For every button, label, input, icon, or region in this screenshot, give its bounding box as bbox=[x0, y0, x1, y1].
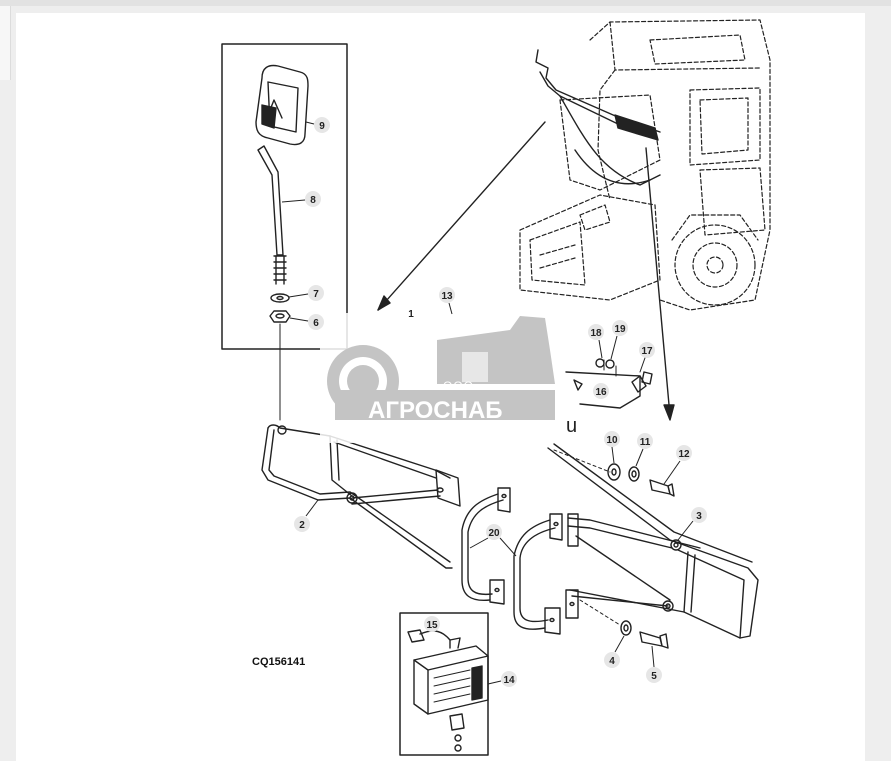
svg-text:1: 1 bbox=[408, 309, 414, 320]
callout-5: 5 bbox=[646, 667, 662, 683]
left-mirror-frame-2 bbox=[261, 424, 461, 569]
callout-15: 15 bbox=[424, 616, 440, 632]
svg-text:4: 4 bbox=[609, 656, 615, 667]
svg-text:12: 12 bbox=[678, 449, 690, 460]
callout-10: 10 bbox=[604, 431, 620, 447]
svg-text:16: 16 bbox=[595, 387, 607, 398]
svg-text:19: 19 bbox=[614, 324, 626, 335]
watermark-name: АГРОСНАБ bbox=[368, 397, 503, 424]
callout-labels: 9 8 7 6 1 13 18 19 17 16 10 11 12 3 20 2… bbox=[281, 117, 707, 687]
svg-text:3: 3 bbox=[696, 511, 702, 522]
center-brackets-20 bbox=[461, 487, 563, 635]
fasteners bbox=[553, 449, 675, 649]
top-bar bbox=[0, 0, 891, 6]
small-bracket-parts bbox=[565, 354, 653, 409]
callout-7: 7 bbox=[308, 285, 324, 301]
callout-12: 12 bbox=[676, 445, 692, 461]
svg-text:10: 10 bbox=[606, 435, 618, 446]
svg-text:8: 8 bbox=[310, 195, 316, 206]
callout-20: 20 bbox=[486, 524, 502, 540]
lamp-assembly bbox=[407, 629, 489, 752]
combine-cab-illustration bbox=[519, 19, 771, 311]
callout-14: 14 bbox=[501, 671, 517, 687]
svg-text:18: 18 bbox=[590, 328, 602, 339]
leader-arrows bbox=[377, 121, 675, 421]
callout-6: 6 bbox=[308, 314, 324, 330]
svg-text:11: 11 bbox=[640, 437, 651, 448]
callout-16: 16 bbox=[593, 383, 609, 399]
svg-text:7: 7 bbox=[313, 289, 319, 300]
svg-text:6: 6 bbox=[313, 318, 319, 329]
callout-2: 2 bbox=[294, 516, 310, 532]
watermark-logo: ООО АГРОСНАБ u bbox=[320, 313, 577, 443]
callout-18: 18 bbox=[588, 324, 604, 340]
svg-text:5: 5 bbox=[651, 671, 657, 682]
callout-19: 19 bbox=[612, 320, 628, 336]
callout-9: 9 bbox=[314, 117, 330, 133]
cab-mount-bracket bbox=[535, 49, 661, 186]
callout-8: 8 bbox=[305, 191, 321, 207]
svg-text:15: 15 bbox=[426, 620, 438, 631]
callout-3: 3 bbox=[691, 507, 707, 523]
callout-1: 1 bbox=[408, 309, 414, 320]
callout-11: 11 bbox=[637, 433, 653, 449]
mirror-detail-box bbox=[221, 43, 348, 350]
left-panel-edge bbox=[0, 6, 11, 80]
callout-4: 4 bbox=[604, 652, 620, 668]
mirror-assembly bbox=[255, 64, 309, 421]
watermark-prefix: ООО bbox=[443, 379, 474, 393]
svg-text:13: 13 bbox=[441, 291, 453, 302]
callout-13: 13 bbox=[439, 287, 455, 303]
svg-text:20: 20 bbox=[488, 528, 500, 539]
svg-text:17: 17 bbox=[641, 346, 653, 357]
svg-text:14: 14 bbox=[503, 675, 515, 686]
figure-code: CQ156141 bbox=[252, 656, 305, 668]
watermark-tail: u bbox=[566, 415, 577, 437]
callout-17: 17 bbox=[639, 342, 655, 358]
svg-text:2: 2 bbox=[299, 520, 305, 531]
right-mirror-frame-3 bbox=[547, 443, 759, 639]
svg-text:9: 9 bbox=[319, 121, 325, 132]
